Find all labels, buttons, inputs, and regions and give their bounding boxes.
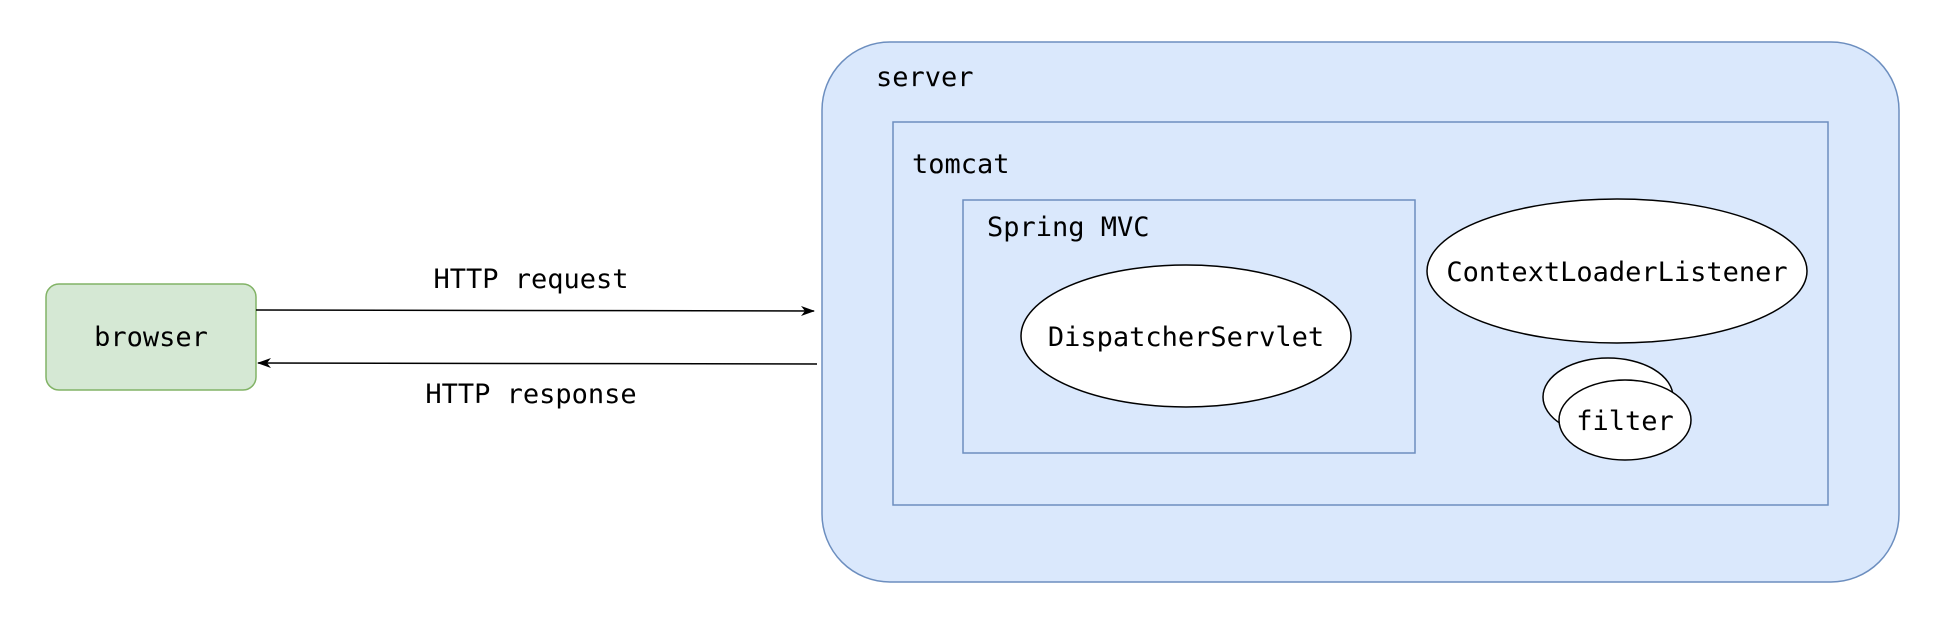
browser-node[interactable] — [45, 283, 257, 391]
tomcat-label: tomcat — [912, 149, 1010, 180]
dispatcher-servlet-label: DispatcherServlet — [1048, 322, 1324, 353]
dispatcher-servlet-node[interactable] — [1020, 264, 1352, 408]
filter-node[interactable] — [1558, 379, 1692, 461]
http-request-arrow — [255, 305, 815, 316]
browser-label: browser — [94, 322, 208, 353]
context-loader-listener-node[interactable] — [1426, 198, 1808, 344]
server-label: server — [876, 62, 974, 93]
http-response-arrow — [257, 358, 818, 369]
http-request-label: HTTP request — [433, 264, 628, 295]
spring-mvc-label: Spring MVC — [987, 212, 1150, 243]
filter-label: filter — [1576, 406, 1674, 437]
context-loader-listener-label: ContextLoaderListener — [1446, 257, 1787, 288]
http-response-label: HTTP response — [425, 379, 636, 410]
